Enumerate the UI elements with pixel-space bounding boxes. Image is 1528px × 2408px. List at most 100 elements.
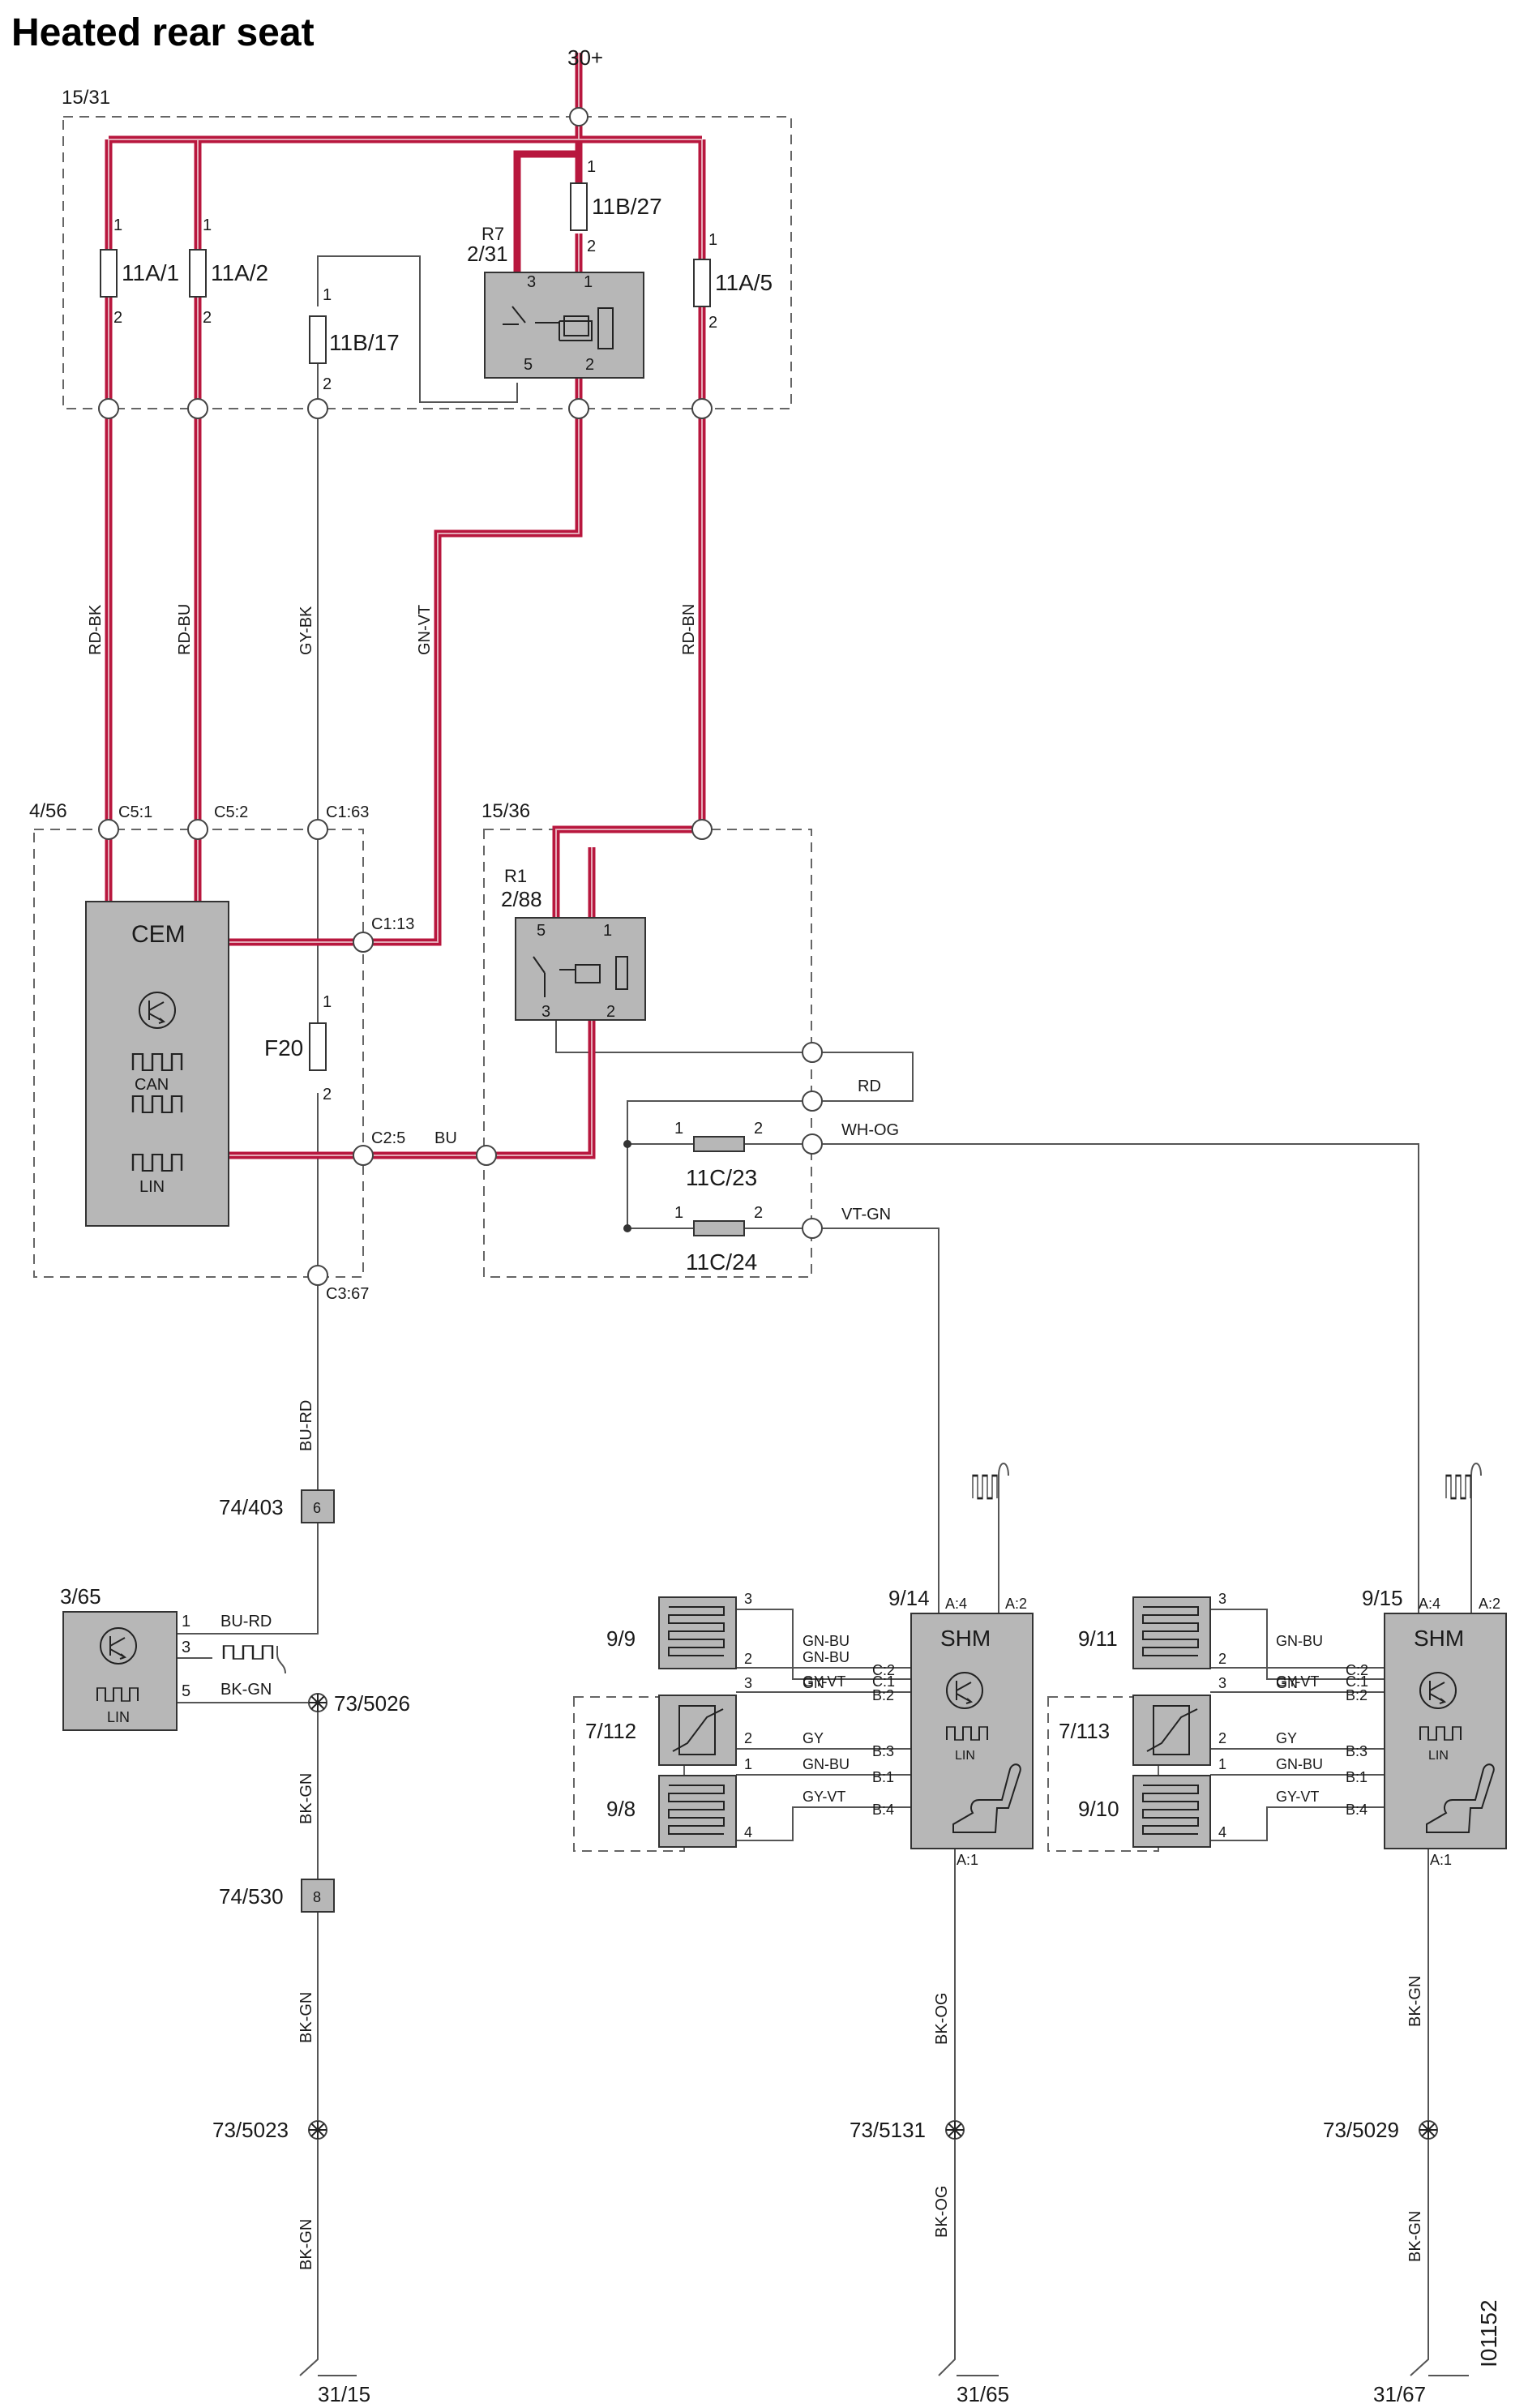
wire-label-wh-og: WH-OG [841, 1121, 899, 1139]
svg-text:1: 1 [323, 993, 332, 1011]
svg-text:2/31: 2/31 [467, 242, 508, 266]
lin-pulse-icon [222, 1644, 274, 1660]
wire-label-bk-gn-1: BK-GN [297, 1773, 315, 1824]
ground-end-31-65: 31/65 [957, 2382, 1009, 2406]
fuse-11a-5: 11A/5 1 2 [693, 231, 773, 332]
node-cem-c5-2 [187, 819, 208, 840]
svg-text:1: 1 [203, 216, 212, 234]
sensor-7-112: 7/112 3 2 [585, 1675, 752, 1766]
wire-lin-right [1470, 1463, 1482, 1613]
svg-text:6: 6 [313, 1500, 321, 1516]
wire-bu-rd [177, 1275, 319, 1635]
wire-label-bk-og-2: BK-OG [933, 2186, 951, 2238]
svg-text:1: 1 [1218, 1756, 1226, 1772]
sensor-7-113: 7/113 3 2 [1059, 1675, 1226, 1766]
svg-text:3: 3 [527, 273, 536, 291]
svg-text:GN-BU: GN-BU [1276, 1633, 1323, 1649]
junction-dot [623, 1140, 631, 1148]
svg-text:2: 2 [754, 1204, 763, 1222]
supply-node [569, 107, 589, 126]
svg-text:2: 2 [1218, 1651, 1226, 1667]
wire-wh-og [812, 1143, 1419, 1613]
svg-text:GN: GN [803, 1675, 824, 1691]
wire-rd-loop [812, 1052, 914, 1102]
seat-icon [952, 1763, 1021, 1833]
svg-text:1: 1 [744, 1756, 752, 1772]
svg-text:GY-VT: GY-VT [1276, 1673, 1319, 1690]
node-r7-out [568, 398, 589, 419]
svg-text:2: 2 [606, 1003, 615, 1021]
shm-right-a1: A:1 [1430, 1852, 1452, 1868]
wire-lin-left [998, 1463, 1009, 1613]
cem-box-label: 4/56 [29, 800, 67, 822]
svg-text:GN-BU: GN-BU [803, 1649, 850, 1665]
svg-text:11A/5: 11A/5 [715, 270, 773, 295]
junction-dot [623, 1224, 631, 1232]
svg-text:R1: R1 [504, 866, 527, 886]
wire-label-bk-gn-right-2: BK-GN [1406, 2211, 1424, 2262]
shm-right-module: SHM LIN [1384, 1613, 1507, 1849]
node-11b17-out [307, 398, 328, 419]
svg-text:GY: GY [803, 1730, 824, 1746]
svg-text:11C/23: 11C/23 [686, 1165, 757, 1190]
svg-text:3: 3 [1218, 1675, 1226, 1691]
ground-label-73-5131: 73/5131 [850, 2118, 926, 2142]
cem-conn-c5-2: C5:2 [214, 803, 248, 821]
supply-label: 30+ [567, 45, 603, 70]
svg-text:GN-BU: GN-BU [803, 1756, 850, 1772]
fuse-11b-17: 11B/17 1 2 [309, 286, 400, 393]
wire-label-vt-gn: VT-GN [841, 1206, 891, 1223]
cem-conn-c1-13: C1:13 [371, 915, 414, 933]
svg-text:74/530: 74/530 [219, 1884, 284, 1909]
node-11a2-out [187, 398, 208, 419]
svg-text:11C/24: 11C/24 [686, 1249, 757, 1275]
svg-text:9/8: 9/8 [606, 1797, 636, 1821]
svg-text:3: 3 [744, 1675, 752, 1691]
svg-text:F20: F20 [264, 1035, 303, 1060]
svg-text:1: 1 [113, 216, 122, 234]
svg-text:2: 2 [323, 375, 332, 393]
svg-text:1: 1 [674, 1204, 683, 1222]
wire-r1-out [555, 1009, 812, 1053]
svg-text:GN: GN [1276, 1675, 1298, 1691]
wire-label-bu-rd-h: BU-RD [220, 1613, 272, 1630]
svg-text:LIN: LIN [107, 1709, 130, 1725]
svg-text:B:1: B:1 [1346, 1769, 1367, 1785]
diagram-title: Heated rear seat [11, 11, 315, 54]
svg-text:GN-BU: GN-BU [803, 1633, 850, 1649]
svg-text:9/10: 9/10 [1078, 1797, 1119, 1821]
wire-label-rd: RD [858, 1078, 881, 1095]
svg-text:2: 2 [585, 356, 594, 374]
fuse-box-label: 15/31 [62, 87, 110, 109]
drawing-id: I01152 [1476, 2299, 1501, 2367]
wire-bk-og [938, 1849, 956, 2376]
svg-text:5: 5 [537, 922, 546, 940]
cem-label: CEM [131, 921, 186, 948]
node-cem-c2-5 [353, 1145, 374, 1166]
svg-text:74/403: 74/403 [219, 1495, 284, 1519]
svg-text:11B/27: 11B/27 [592, 194, 662, 219]
wire-bk-gn-right [1410, 1849, 1429, 2376]
wire-11b17-to-relay [317, 255, 518, 403]
heater-9-8: 9/8 1 4 [606, 1756, 752, 1848]
svg-text:B:4: B:4 [872, 1802, 894, 1818]
ground-node-73-5023 [308, 2120, 327, 2140]
wire-right-b4 [1210, 1806, 1385, 1841]
ground-node-73-5029 [1419, 2120, 1438, 2140]
clock-wave-right [1445, 1474, 1472, 1500]
svg-text:2/88: 2/88 [501, 887, 542, 911]
wire-label-bk-og-1: BK-OG [933, 1993, 951, 2045]
svg-text:1: 1 [182, 1613, 190, 1630]
svg-text:3: 3 [182, 1639, 190, 1656]
shm-right-a2: A:2 [1479, 1596, 1500, 1612]
svg-text:B:4: B:4 [1346, 1802, 1367, 1818]
shm-left-module: SHM LIN [910, 1613, 1034, 1849]
svg-text:4: 4 [744, 1824, 752, 1840]
wire-left-b4 [736, 1806, 911, 1841]
svg-text:2: 2 [203, 309, 212, 327]
cem-conn-c5-1: C5:1 [118, 803, 152, 821]
wire-label-rd-bu: RD-BU [176, 604, 194, 655]
svg-text:1: 1 [603, 922, 612, 940]
node-rd-top [802, 1042, 823, 1063]
shm-left-id: 9/14 [888, 1586, 930, 1610]
